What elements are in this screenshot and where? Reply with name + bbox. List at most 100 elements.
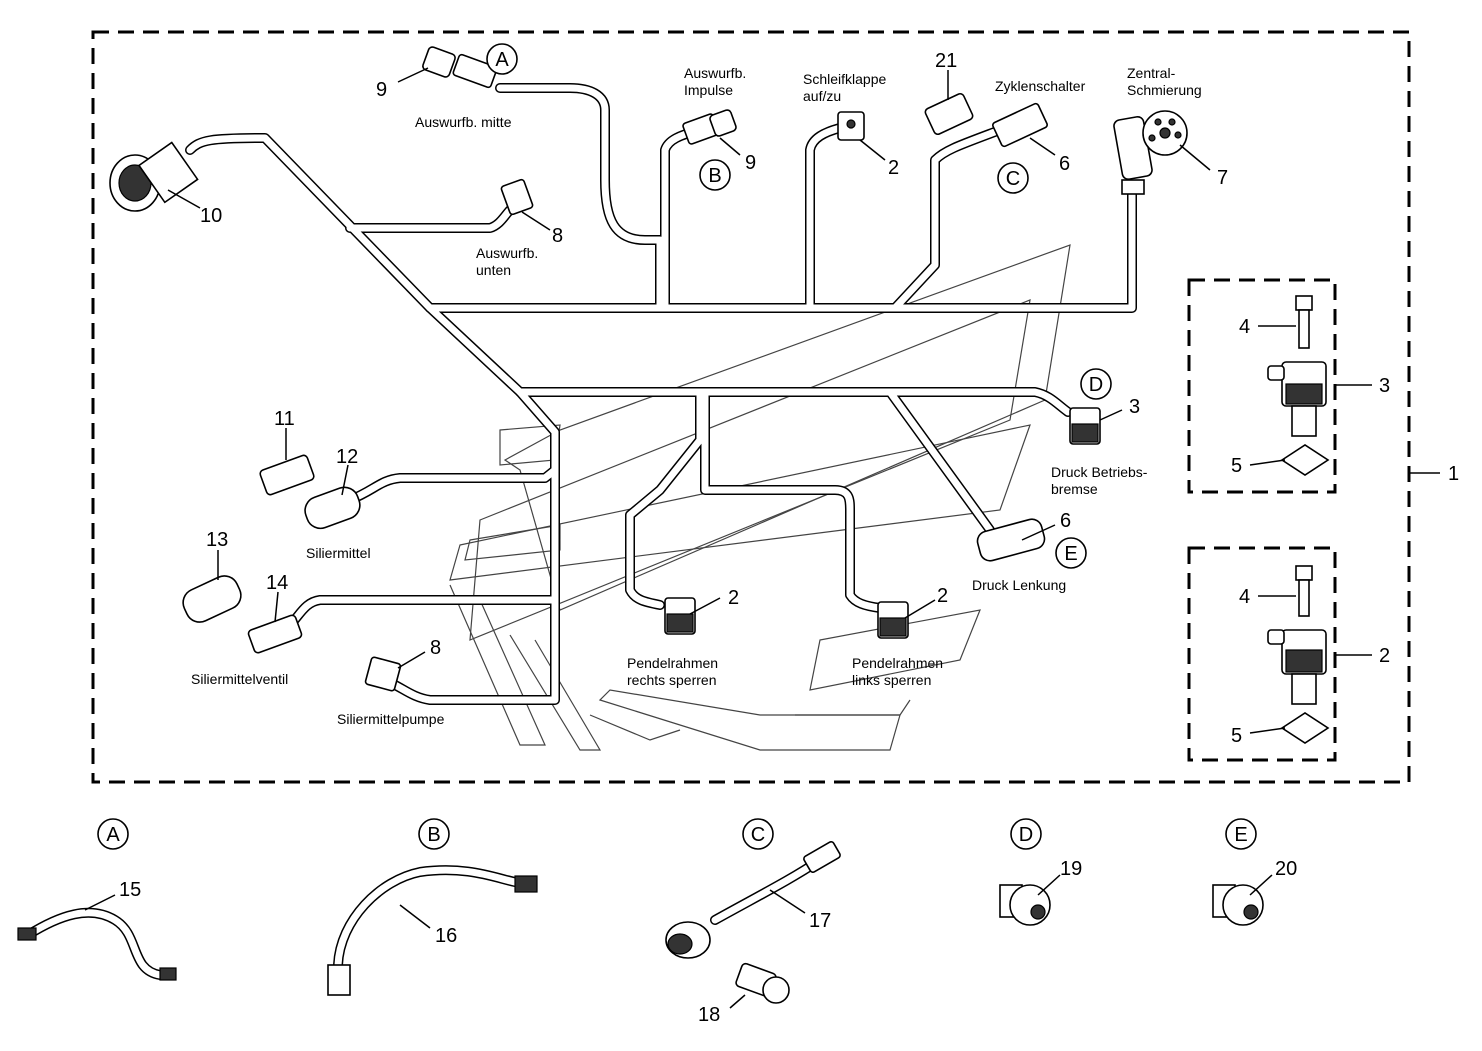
label-druck-betriebs-2: bremse <box>1051 481 1098 497</box>
ref-circle-E-top: E <box>1055 537 1087 569</box>
ref-E-top: E <box>1064 543 1077 565</box>
callout-2-kit: 2 <box>1379 645 1390 667</box>
connector-2-pendel-rechts <box>664 597 696 635</box>
ref-circle-B-bottom: B <box>418 818 450 850</box>
label-siliermittel: Siliermittel <box>306 545 371 561</box>
ref-C-top: C <box>1006 168 1020 190</box>
callout-14: 14 <box>266 572 288 594</box>
ref-circle-E-bottom: E <box>1225 818 1257 850</box>
part-18 <box>735 962 790 1004</box>
callout-2-pendel-links: 2 <box>937 585 948 607</box>
callout-3-druck: 3 <box>1129 396 1140 418</box>
label-auswurfb-mitte: Auswurfb. mitte <box>415 114 512 130</box>
label-zyklenschalter: Zyklenschalter <box>995 78 1086 94</box>
callout-19: 19 <box>1060 858 1082 880</box>
cable-15 <box>17 907 177 981</box>
connector-11 <box>259 454 315 496</box>
cable-17 <box>665 841 841 959</box>
callout-11: 11 <box>274 408 295 430</box>
label-pendel-links-1: Pendelrahmen <box>852 655 943 671</box>
cable-16 <box>327 865 538 996</box>
callout-18: 18 <box>698 1004 720 1026</box>
ref-circle-A-bottom: A <box>97 818 129 850</box>
callout-15: 15 <box>119 879 141 901</box>
ref-C-bottom: C <box>751 824 765 846</box>
callout-13: 13 <box>206 529 228 551</box>
label-siliermittelventil: Siliermittelventil <box>191 671 288 687</box>
connector-9-top <box>422 46 498 89</box>
connector-9-impulse <box>682 109 737 145</box>
ref-circle-C-top: C <box>997 162 1029 194</box>
callout-8-unten: 8 <box>552 225 563 247</box>
callout-6-lenkung: 6 <box>1060 510 1071 532</box>
label-siliermittelpumpe: Siliermittelpumpe <box>337 711 445 727</box>
label-schleifklappe-2: auf/zu <box>803 88 841 104</box>
ref-circle-D-top: D <box>1080 368 1112 400</box>
connector-10 <box>109 141 199 212</box>
callout-8-pumpe: 8 <box>430 637 441 659</box>
ref-circle-A-top: A <box>486 43 518 75</box>
label-druck-lenkung: Druck Lenkung <box>972 577 1066 593</box>
kit-frame-3 <box>1187 278 1337 494</box>
callout-10: 10 <box>200 205 222 227</box>
callout-17: 17 <box>809 910 831 932</box>
callout-4-kit3: 4 <box>1239 316 1250 338</box>
connector-6-zyklen <box>992 102 1048 148</box>
part-20 <box>1212 884 1264 926</box>
ref-D-top: D <box>1089 374 1103 396</box>
connector-12 <box>304 486 361 530</box>
label-druck-betriebs-1: Druck Betriebs- <box>1051 464 1148 480</box>
connector-14 <box>247 614 303 654</box>
ref-B-bottom: B <box>427 824 440 846</box>
harness-frame <box>91 30 1411 784</box>
callout-4-kit2: 4 <box>1239 586 1250 608</box>
callout-2-schleifklappe: 2 <box>888 157 899 179</box>
connector-2-schleifklappe <box>837 111 865 141</box>
label-pendel-rechts-2: rechts sperren <box>627 672 716 688</box>
kit-frame-2 <box>1187 546 1337 762</box>
ref-circle-B-top: B <box>699 159 731 191</box>
cable-harness <box>185 83 1137 705</box>
connector-13 <box>182 575 242 623</box>
label-zentral-2: Schmierung <box>1127 82 1202 98</box>
callout-12: 12 <box>336 446 358 468</box>
callout-5-kit3: 5 <box>1231 455 1242 477</box>
callout-3-kit: 3 <box>1379 375 1390 397</box>
label-zentral-1: Zentral- <box>1127 65 1176 81</box>
connector-2-pendel-links <box>877 601 909 639</box>
ref-circle-C-bottom: C <box>742 818 774 850</box>
callout-1: 1 <box>1448 463 1459 485</box>
callout-16: 16 <box>435 925 457 947</box>
connector-3-druck <box>1069 407 1101 445</box>
label-auswurfb-impulse-2: Impulse <box>684 82 733 98</box>
label-pendel-rechts-1: Pendelrahmen <box>627 655 718 671</box>
ref-circle-D-bottom: D <box>1010 818 1042 850</box>
connector-7 <box>1113 110 1188 195</box>
connector-6-lenkung <box>976 518 1046 562</box>
callout-7: 7 <box>1217 167 1228 189</box>
part-19 <box>999 884 1051 926</box>
connector-8-top <box>500 178 534 216</box>
ref-A-bottom: A <box>106 824 120 846</box>
ref-A-top: A <box>495 49 509 71</box>
connector-21 <box>924 92 974 136</box>
callout-20: 20 <box>1275 858 1297 880</box>
ref-B-top: B <box>708 165 721 187</box>
callout-9-impulse: 9 <box>745 152 756 174</box>
label-auswurfb-impulse-1: Auswurfb. <box>684 65 746 81</box>
callout-5-kit2: 5 <box>1231 725 1242 747</box>
ref-E-bottom: E <box>1234 824 1247 846</box>
connector-8-pumpe <box>364 656 402 692</box>
callout-6-zyklen: 6 <box>1059 153 1070 175</box>
callout-2-pendel-rechts: 2 <box>728 587 739 609</box>
ref-D-bottom: D <box>1019 824 1033 846</box>
kit-3-parts <box>1267 295 1330 476</box>
kit-2-parts <box>1267 565 1330 744</box>
machine-ghost-outline <box>449 244 1071 751</box>
label-auswurfb-unten-1: Auswurfb. <box>476 245 538 261</box>
label-pendel-links-2: links sperren <box>852 672 931 688</box>
label-schleifklappe-1: Schleifklappe <box>803 71 886 87</box>
leader-lines <box>84 67 1440 1009</box>
callout-9-mitte: 9 <box>376 79 387 101</box>
